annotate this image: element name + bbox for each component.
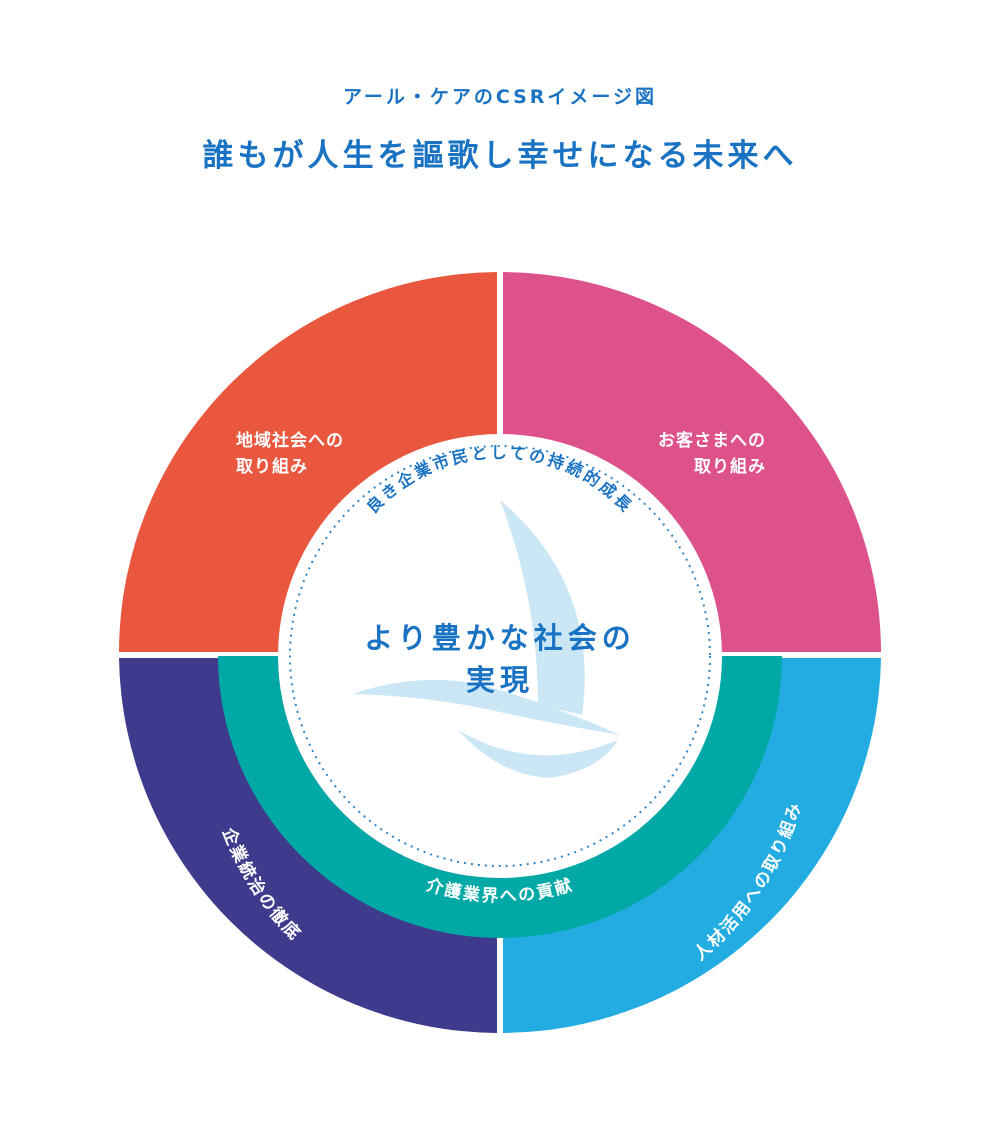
sail-emblem bbox=[352, 500, 620, 778]
wave-lower bbox=[458, 730, 618, 778]
community-label-line1: 地域社会への bbox=[236, 430, 344, 451]
center-disc bbox=[278, 434, 722, 878]
wave-upper bbox=[352, 679, 620, 735]
sail-shape bbox=[500, 500, 585, 715]
diagram-subtitle: アール・ケアのCSRイメージ図 bbox=[342, 86, 658, 108]
center-title-line1: より豊かな社会の bbox=[364, 621, 635, 655]
customers-label-line1: お客さまへの bbox=[658, 430, 766, 451]
center-title-line2: 実現 bbox=[466, 663, 534, 697]
diagram-headline: 誰もが人生を謳歌し幸せになる未来へ bbox=[202, 138, 798, 174]
care-industry-ring bbox=[218, 656, 782, 938]
inner-dotted-ring bbox=[289, 445, 711, 867]
community-label-line2: 取り組み bbox=[236, 456, 308, 477]
customers-label-line2: 取り組み bbox=[694, 456, 766, 477]
